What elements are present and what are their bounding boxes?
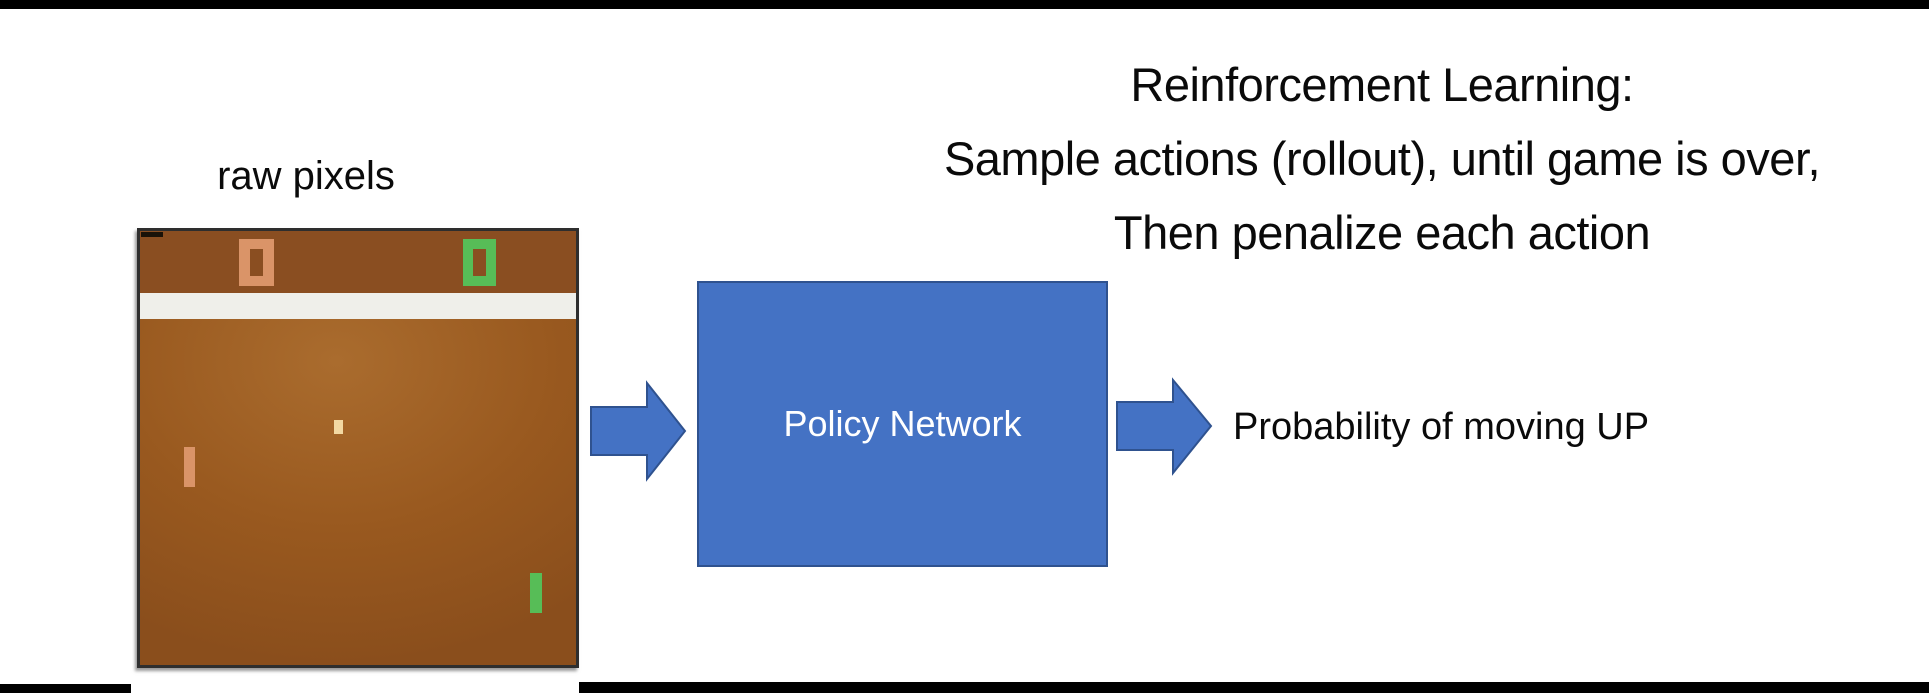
arrow-right-icon bbox=[1116, 377, 1213, 476]
pong-border-artifact bbox=[141, 232, 163, 237]
output-probability-label: Probability of moving UP bbox=[1233, 406, 1650, 448]
bottom-left-black-bar bbox=[0, 684, 131, 693]
pong-left-score-zero bbox=[239, 239, 274, 286]
pong-right-score-zero bbox=[463, 239, 496, 286]
raw-pixels-caption: raw pixels bbox=[217, 154, 395, 198]
pong-score-band bbox=[140, 231, 576, 293]
pong-right-paddle bbox=[530, 573, 542, 613]
slide-title-line-3: Then penalize each action bbox=[1113, 206, 1651, 259]
slide-title-line-2: Sample actions (rollout), until game is … bbox=[943, 132, 1821, 185]
policy-network-label: Policy Network bbox=[783, 403, 1022, 444]
pong-left-paddle bbox=[184, 447, 195, 487]
pong-ball bbox=[334, 420, 343, 434]
slide-title: Reinforcement Learning: Sample actions (… bbox=[835, 48, 1929, 270]
slide-title-line-1: Reinforcement Learning: bbox=[1130, 58, 1634, 111]
policy-network-box: Policy Network bbox=[697, 281, 1108, 567]
top-black-bar bbox=[0, 0, 1929, 9]
pong-top-wall bbox=[140, 293, 576, 319]
bottom-right-black-bar bbox=[579, 682, 1929, 693]
arrow-right-icon bbox=[590, 380, 687, 482]
pong-game-screenshot bbox=[137, 228, 579, 668]
